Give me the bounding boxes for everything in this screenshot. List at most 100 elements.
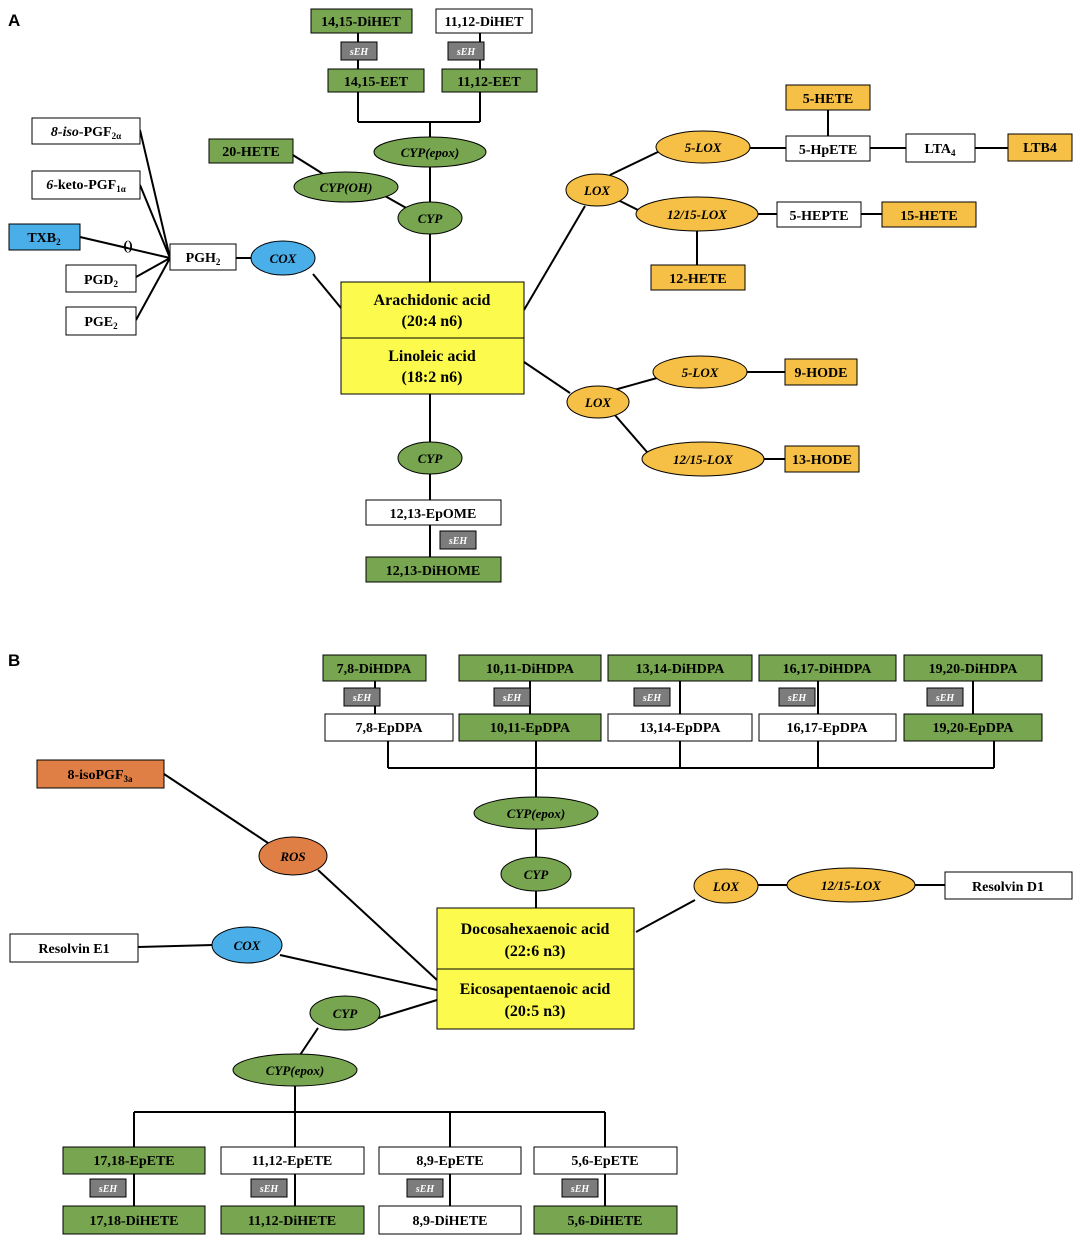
node-20-hete: 20-HETE [208,138,294,164]
enzyme-12-15-lox-lower: 12/15-LOX [641,441,765,477]
svg-text:13-HODE: 13-HODE [792,453,852,468]
svg-text:5-HEPTE: 5-HEPTE [789,209,848,224]
enzyme-lox-b: LOX [693,868,759,904]
node-7-8-dihdpa: 7,8-DiHDPA [322,654,427,682]
panel-b-nodes: B 7,8-DiHDPA 10,11-DiHDPA 13,14-DiHDPA 1… [8,651,1073,1235]
svg-text:20-HETE: 20-HETE [222,145,280,160]
node-10-11-epdpa: 10,11-EpDPA [458,713,602,742]
node-11-12-eet: 11,12-EET [441,68,538,93]
node-16-17-dihdpa: 16,17-DiHDPA [758,654,897,682]
node-11-12-dihet: 11,12-DiHET [435,8,533,34]
docosahexaenoic-acid: Docosahexaenoic acid [461,921,610,938]
svg-text:12/15-LOX: 12/15-LOX [821,878,881,893]
svg-text:CYP(epox): CYP(epox) [401,145,459,160]
seh-box: sEH [778,687,816,707]
node-lta4: LTA4 [905,133,976,163]
enzyme-cyp-oh: CYP(OH) [293,171,399,203]
node-resolvin-d1: Resolvin D1 [944,871,1073,900]
seh-box: sEH [343,687,381,707]
svg-text:sEH: sEH [935,693,956,704]
enzyme-cyp-epox-top: CYP(epox) [473,796,599,830]
node-10-11-dihdpa: 10,11-DiHDPA [458,654,602,682]
svg-text:PGD2: PGD2 [84,273,119,289]
enzyme-cyp-bottom: CYP [309,995,381,1031]
node-5-hpete: 5-HpETE [785,135,871,162]
svg-text:10,11-DiHDPA: 10,11-DiHDPA [486,662,575,677]
node-12-13-epome: 12,13-EpOME [365,499,502,526]
svg-text:sEH: sEH [98,1184,119,1195]
svg-text:11,12-DiHETE: 11,12-DiHETE [248,1214,336,1229]
node-13-hode: 13-HODE [784,445,860,473]
node-7-8-epdpa: 7,8-EpDPA [324,713,454,742]
enzyme-cyp-epox-bottom: CYP(epox) [232,1053,358,1087]
node-5-hete: 5-HETE [785,84,871,111]
svg-text:12,13-EpOME: 12,13-EpOME [390,507,477,522]
seh-box: sEH [439,530,477,550]
svg-text:CYP: CYP [333,1006,359,1021]
svg-text:5-HpETE: 5-HpETE [799,143,857,158]
svg-text:6-keto-PGF1α: 6-keto-PGF1α [46,178,126,194]
seh-box: sEH [89,1178,127,1198]
svg-text:sEH: sEH [570,1184,591,1195]
node-8-isopgf3a: 8-isoPGF3a [36,759,165,789]
enzyme-cyp-top: CYP [500,856,572,892]
svg-text:7,8-DiHDPA: 7,8-DiHDPA [337,662,413,677]
svg-text:TXB2: TXB2 [27,231,61,247]
svg-text:CYP: CYP [524,867,550,882]
seh-box: sEH [340,41,378,61]
svg-text:PGH2: PGH2 [186,251,221,267]
linoleic-acid: Linoleic acid [388,348,476,365]
enzyme-12-15-lox-upper: 12/15-LOX [635,196,759,232]
svg-text:19,20-EpDPA: 19,20-EpDPA [932,721,1014,736]
seh-box: sEH [633,687,671,707]
docosahexaenoic-formula: (22:6 n3) [505,943,566,960]
eicosapentaenoic-formula: (20:5 n3) [505,1003,566,1020]
svg-text:16,17-DiHDPA: 16,17-DiHDPA [783,662,873,677]
node-15-hete: 15-HETE [881,201,977,228]
panel-a-nodes: A 14,15-DiHET 11,12-DiHET sEH sEH 14,15-… [8,8,1073,583]
enzyme-12-15-lox-b: 12/15-LOX [786,867,916,903]
node-12-13-dihome: 12,13-DiHOME [365,556,502,583]
svg-text:Resolvin D1: Resolvin D1 [972,880,1044,895]
svg-text:COX: COX [234,938,261,953]
svg-text:7,8-EpDPA: 7,8-EpDPA [355,721,423,736]
enzyme-cyp-epox: CYP(epox) [373,136,487,168]
node-16-17-epdpa: 16,17-EpDPA [758,713,897,742]
svg-text:12,13-DiHOME: 12,13-DiHOME [386,564,481,579]
node-resolvin-e1: Resolvin E1 [9,933,139,963]
svg-text:sEH: sEH [448,536,469,547]
enzyme-lox-lower: LOX [566,385,630,419]
arachidonic-acid: Arachidonic acid [374,292,491,309]
svg-text:sEH: sEH [787,693,808,704]
svg-text:PGE2: PGE2 [84,315,118,331]
panel-b-edges [133,680,995,1206]
svg-text:17,18-DiHETE: 17,18-DiHETE [89,1214,178,1229]
svg-text:CYP(epox): CYP(epox) [266,1063,324,1078]
svg-text:sEH: sEH [642,693,663,704]
panel-b-label: B [8,651,20,670]
svg-text:14,15-DiHET: 14,15-DiHET [321,15,401,30]
svg-text:10,11-EpDPA: 10,11-EpDPA [490,721,571,736]
node-6-keto-pgf1a: 6-keto-PGF1α [31,170,141,200]
node-pge2: PGE2 [65,306,137,336]
enzyme-ros: ROS [258,836,328,876]
enzyme-cyp: CYP [397,201,463,235]
enzyme-5-lox-upper: 5-LOX [655,130,751,164]
svg-text:LOX: LOX [583,183,610,198]
node-14-15-dihet: 14,15-DiHET [310,8,413,34]
seh-box: sEH [406,1178,444,1198]
enzyme-cyp-lower: CYP [397,441,463,475]
svg-text:8,9-EpETE: 8,9-EpETE [416,1154,483,1169]
node-11-12-dihete: 11,12-DiHETE [220,1205,365,1235]
svg-text:LTB4: LTB4 [1023,141,1057,156]
seh-box: sEH [250,1178,288,1198]
svg-text:5,6-DiHETE: 5,6-DiHETE [567,1214,642,1229]
node-5-hepte: 5-HEPTE [776,201,862,228]
seh-box: sEH [447,41,485,61]
node-5-6-dihete: 5,6-DiHETE [533,1205,678,1235]
node-8-9-dihete: 8,9-DiHETE [378,1205,522,1235]
node-14-15-eet: 14,15-EET [327,68,425,93]
svg-text:sEH: sEH [349,47,370,58]
node-13-14-epdpa: 13,14-EpDPA [607,713,753,742]
svg-text:11,12-DiHET: 11,12-DiHET [445,15,525,30]
